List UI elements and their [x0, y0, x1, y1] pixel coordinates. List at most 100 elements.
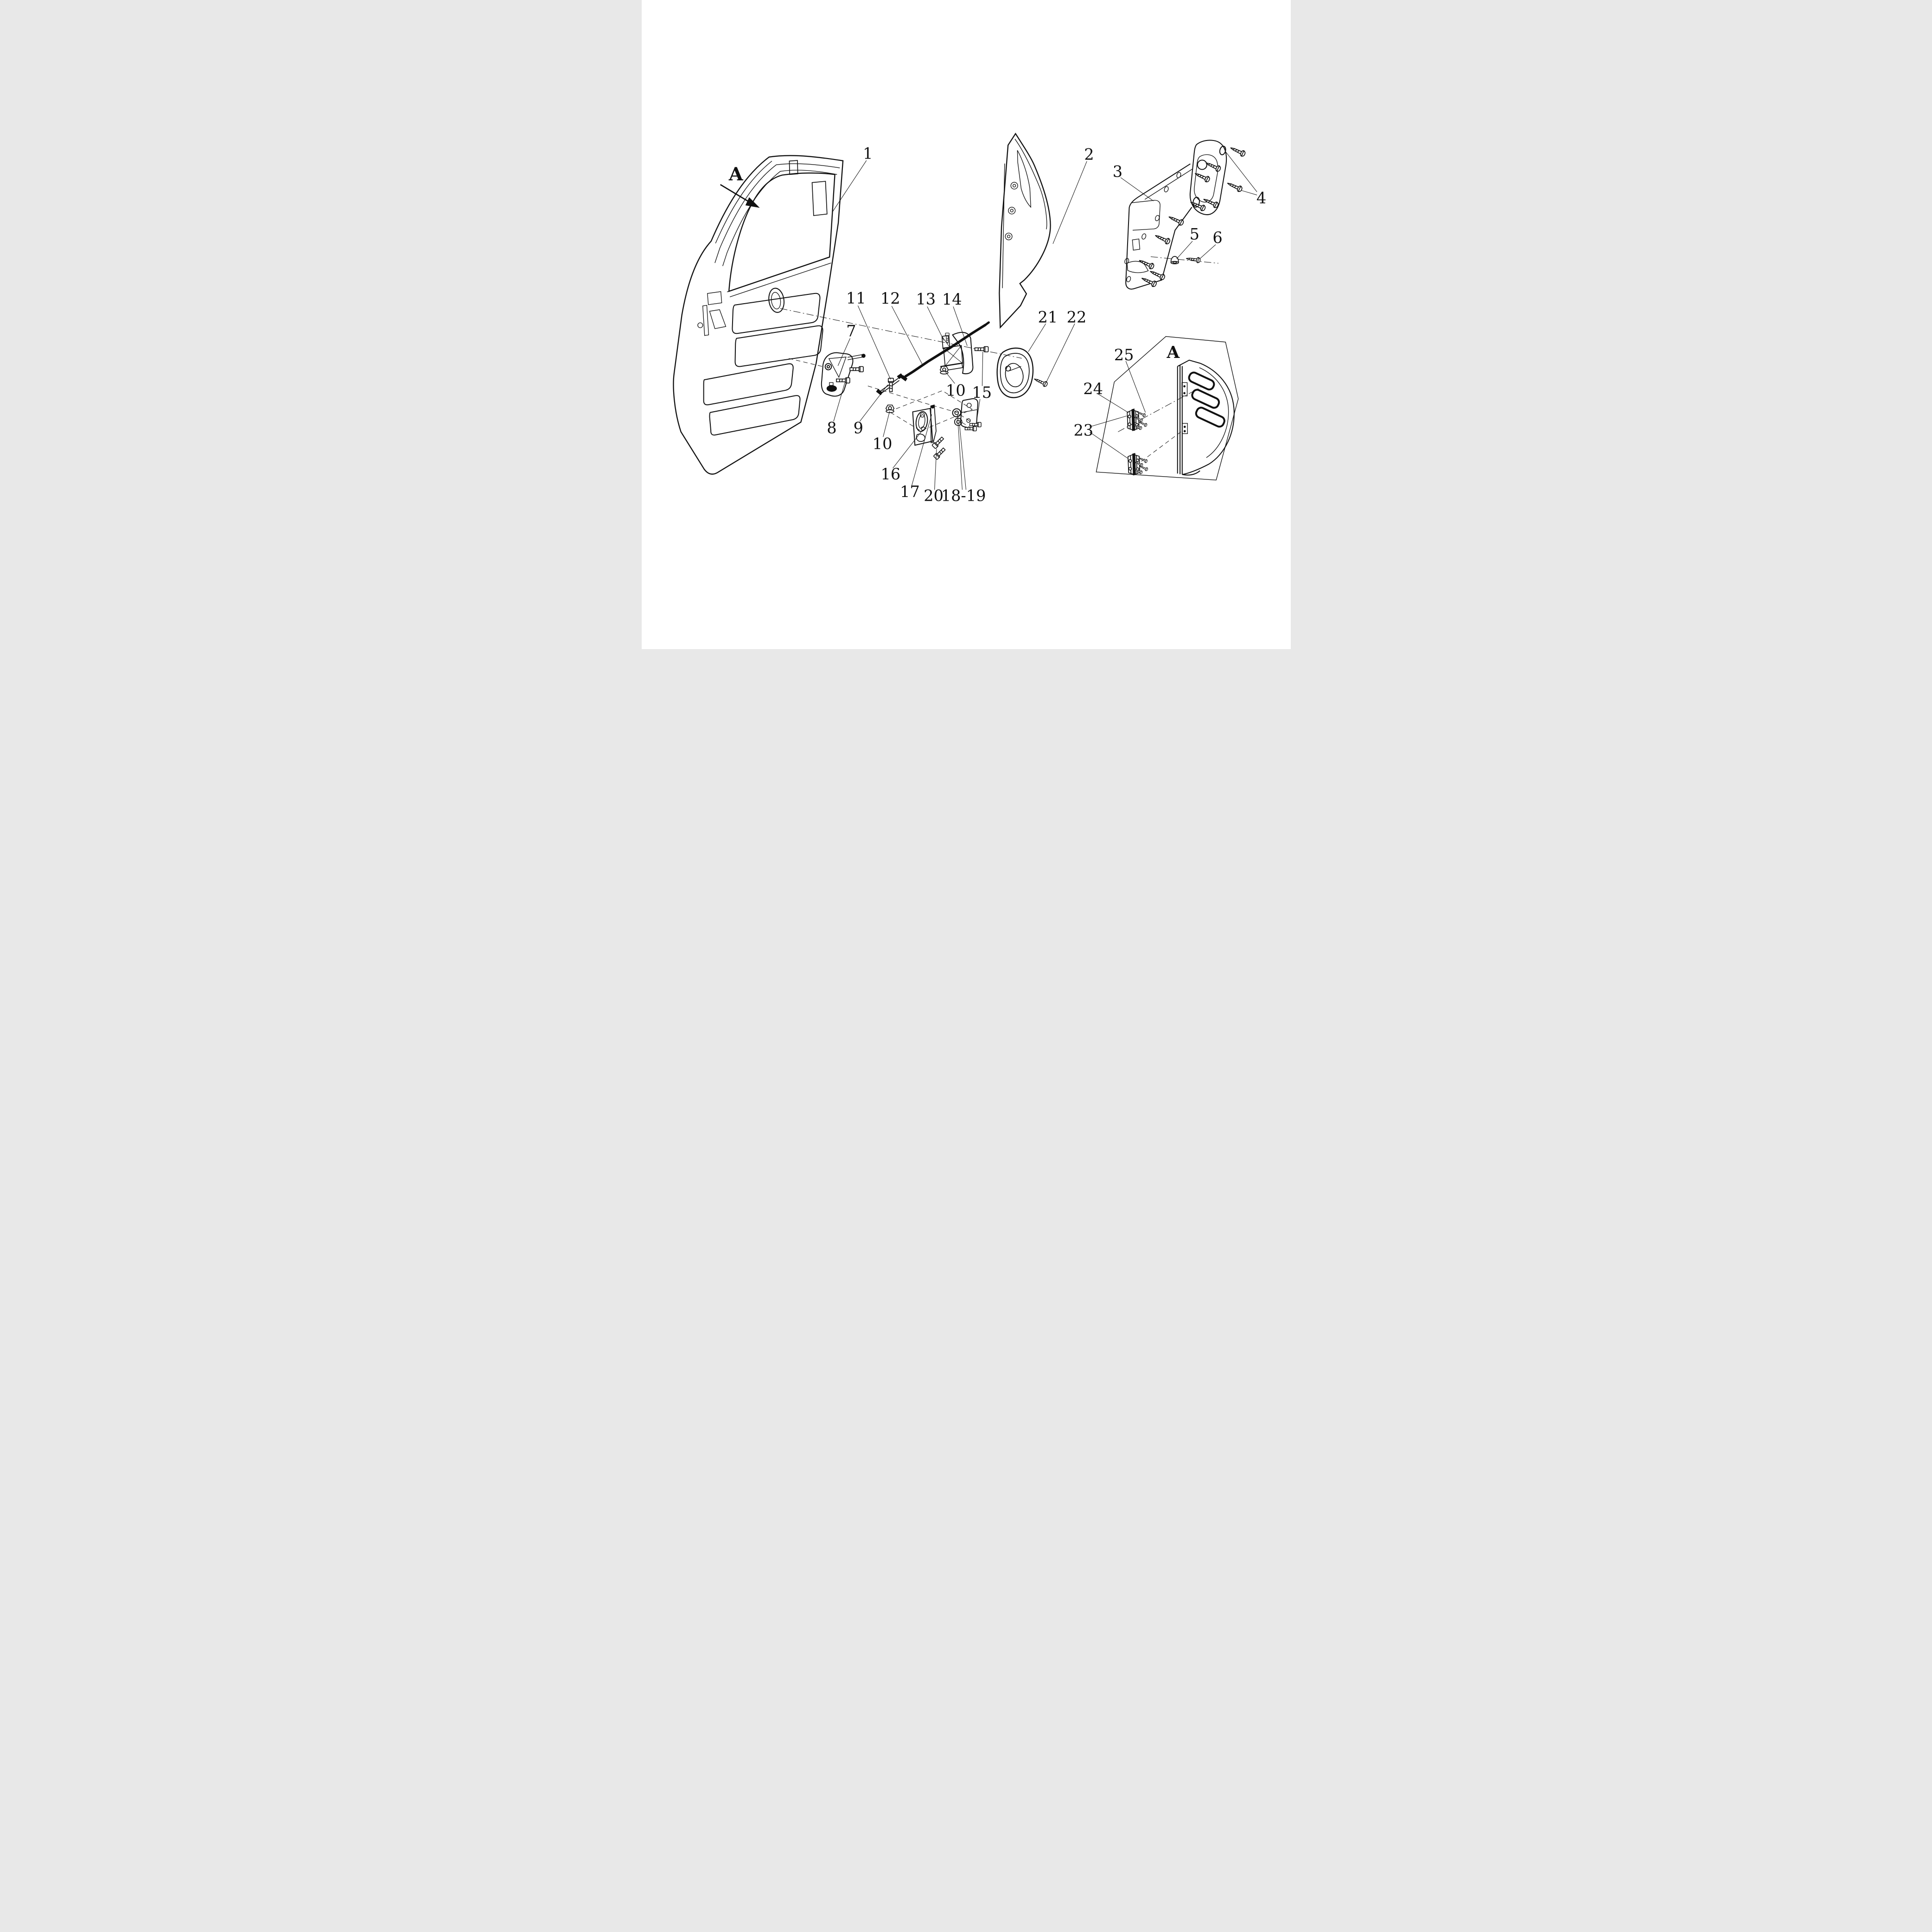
callout-label-9: 9	[853, 419, 863, 437]
callout-label-5: 5	[1189, 225, 1199, 243]
callout-label-12: 12	[880, 289, 900, 307]
view-direction-arrowhead-icon	[745, 197, 760, 208]
callout-label-14: 14	[942, 290, 962, 308]
leader-line-18-19	[959, 424, 966, 490]
screw-icon	[1227, 183, 1243, 192]
callout-label-13: 13	[916, 290, 936, 308]
leader-line-2	[1052, 161, 1087, 244]
detail-view-border	[1096, 336, 1238, 481]
leader-line-1	[832, 160, 867, 212]
screw-icon	[1149, 271, 1165, 281]
leader-line-13	[926, 306, 944, 341]
part-inner-latch-release	[821, 352, 866, 397]
leader-line-6	[1199, 244, 1216, 260]
screw-icon	[1168, 216, 1184, 226]
door-assembly-exploded-diagram: 1234567891010111213141516172018-19212223…	[641, 0, 1291, 649]
view-arrow-layer	[720, 184, 760, 208]
leader-line-10-right	[944, 371, 955, 384]
nut-icon	[939, 366, 949, 375]
screw-icon	[1133, 424, 1142, 430]
leader-line-24	[1097, 393, 1129, 413]
ring-icon	[952, 408, 961, 418]
door-internal-brackets	[697, 257, 829, 336]
bolt-icon	[931, 436, 944, 449]
screw-icon	[1134, 416, 1143, 422]
callout-label-10-left: 10	[872, 434, 892, 453]
leader-line-14	[952, 306, 968, 346]
cap-icon	[1170, 256, 1179, 264]
leader-line-5	[1176, 241, 1192, 259]
callout-label-3: 3	[1112, 162, 1122, 180]
leader-line-16	[892, 430, 922, 469]
screw-icon	[1190, 202, 1205, 211]
leader-line-11	[857, 305, 891, 380]
leader-line-18-19	[957, 415, 963, 490]
screw-icon	[1134, 461, 1143, 467]
detail-panel-slots	[1188, 371, 1225, 428]
part-handle-bezel	[996, 347, 1033, 398]
screw-icon	[1138, 421, 1147, 427]
detail-striker-plates	[1181, 382, 1188, 434]
callout-label-23: 23	[1073, 421, 1093, 439]
callout-label-2: 2	[1084, 145, 1094, 163]
leader-line-12	[891, 306, 922, 364]
leader-line-9	[859, 384, 888, 422]
callout-label-16: 16	[880, 465, 900, 483]
leader-line-23	[1089, 415, 1127, 427]
screw-icon	[1186, 257, 1200, 263]
bolt-icon	[964, 426, 977, 432]
bolt-icon	[835, 377, 850, 383]
screw-icon	[1133, 469, 1142, 474]
trim-panel-screw-bosses	[1004, 182, 1018, 241]
screw-icon	[1136, 411, 1146, 417]
screw-icon	[1154, 235, 1170, 244]
callout-label-18-19: 18-19	[941, 486, 986, 504]
part-link-rod	[875, 373, 903, 395]
bolt-icon	[945, 332, 950, 343]
leader-line-21	[1027, 323, 1046, 352]
leader-line-10-left	[882, 411, 890, 437]
fasteners-layer	[835, 147, 1245, 474]
callout-label-4: 4	[1256, 189, 1266, 207]
bracket-panel-holes	[1124, 172, 1181, 282]
leader-line-22	[1046, 323, 1075, 383]
detail-door-edge-panel	[1177, 359, 1235, 476]
bolt-icon	[969, 422, 982, 427]
part-door-inner-panel	[672, 155, 843, 475]
callout-label-20: 20	[924, 486, 944, 504]
leader-lines-layer	[832, 152, 1257, 490]
screw-icon	[1139, 260, 1154, 269]
leader-line-3	[1120, 177, 1154, 201]
canvas-background	[641, 0, 1291, 649]
bolt-icon	[849, 366, 864, 372]
callout-label-11: 11	[846, 289, 866, 307]
callout-label-17: 17	[900, 483, 920, 501]
view-arrow-a-label: A	[728, 164, 743, 185]
leader-line-8	[833, 382, 845, 421]
leader-line-4	[1225, 152, 1257, 192]
screw-icon	[1139, 465, 1148, 471]
callout-label-8: 8	[827, 419, 836, 437]
callout-label-10-right: 10	[945, 381, 965, 399]
construction-line	[788, 358, 822, 367]
construction-line	[1150, 256, 1218, 264]
leader-line-15	[976, 399, 980, 423]
leader-line-7	[837, 338, 850, 366]
screw-icon	[1033, 378, 1048, 387]
callout-label-6: 6	[1212, 229, 1222, 247]
bolt-icon	[933, 447, 946, 460]
nut-icon	[885, 404, 894, 413]
part-door-trim-panel	[998, 133, 1051, 329]
part-release-cable	[900, 321, 990, 382]
callout-label-1: 1	[863, 145, 873, 163]
callout-label-24: 24	[1083, 380, 1103, 398]
part-door-latch	[912, 408, 933, 446]
construction-line	[888, 390, 973, 431]
bolt-icon	[974, 346, 988, 352]
leader-line-4	[1241, 190, 1257, 196]
screw-icon	[1141, 278, 1157, 287]
screw-icon	[1230, 147, 1245, 157]
screw-icon	[1203, 198, 1218, 208]
